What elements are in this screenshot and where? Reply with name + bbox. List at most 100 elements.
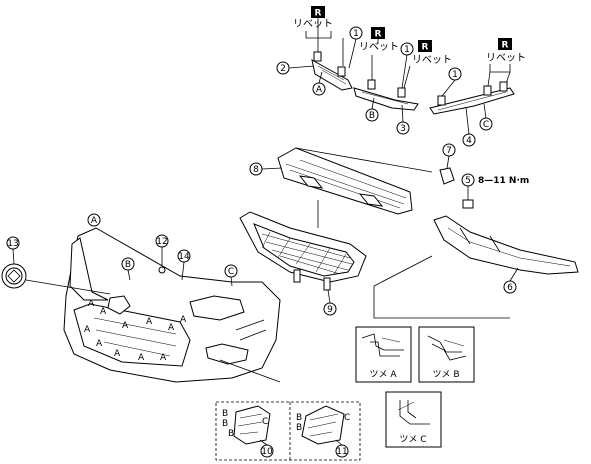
svg-text:A: A [91, 216, 98, 226]
svg-text:A: A [138, 353, 145, 363]
callout-12: 12 [155, 234, 169, 266]
svg-text:7: 7 [446, 146, 452, 156]
svg-text:A: A [100, 307, 107, 317]
svg-text:B: B [222, 409, 228, 419]
svg-text:A: A [96, 339, 103, 349]
rivet-label-3: リベット [412, 54, 452, 66]
callout-13: 13 [6, 236, 20, 265]
bumper-reinforcement-8 [277, 147, 413, 215]
rivet-group-left: R リベット [293, 6, 344, 66]
r-badge-4-text: R [502, 41, 509, 51]
svg-text:C: C [228, 267, 234, 277]
svg-text:13: 13 [7, 239, 18, 249]
bracket-2 [311, 51, 353, 91]
svg-text:A: A [160, 353, 167, 363]
svg-text:11: 11 [336, 447, 347, 457]
svg-text:C: C [483, 120, 489, 130]
clip-detail-a: ツメ A [355, 326, 412, 383]
svg-text:5: 5 [465, 176, 471, 186]
bolt-5 [462, 199, 474, 209]
svg-text:ツメ B: ツメ B [432, 370, 459, 380]
r-badge-3-text: R [422, 43, 429, 53]
callout-1c: 1 [441, 67, 462, 97]
svg-text:B: B [222, 419, 228, 429]
ref-line-fog [219, 359, 281, 383]
callout-5: 5 [461, 173, 475, 200]
svg-text:A: A [122, 321, 129, 331]
callout-1b: 1 [400, 42, 414, 89]
letter-b-bumper: B [121, 257, 135, 281]
svg-text:A: A [146, 317, 153, 327]
letter-c-bumper: C [224, 264, 238, 287]
ref-line-8 [295, 147, 433, 173]
svg-text:B: B [296, 413, 302, 423]
fog-cover-10: B B B C [222, 405, 271, 445]
clip-detail-b: ツメ B [418, 326, 475, 383]
callout-3: 3 [396, 104, 410, 135]
bracket-3 [353, 79, 419, 111]
r-badge-2 [371, 27, 385, 39]
svg-text:1: 1 [353, 29, 359, 39]
svg-text:ツメ A: ツメ A [369, 370, 397, 380]
r-badge-1-text: R [315, 9, 322, 19]
svg-text:A: A [316, 85, 323, 95]
r-badge-1 [311, 6, 325, 18]
svg-text:8: 8 [253, 165, 259, 175]
callout-7: 7 [442, 143, 456, 169]
callout-8: 8 [249, 162, 283, 176]
letter-a-bumper: A [87, 213, 101, 227]
callout-14: 14 [177, 249, 191, 281]
r-badge-4 [498, 38, 512, 50]
letter-c-top: C [479, 103, 493, 131]
letter-b-top: B [365, 97, 379, 122]
rivet-label-4: リベット [486, 52, 526, 64]
clip-detail-c: ツメ C [385, 391, 442, 448]
svg-text:C: C [262, 417, 268, 427]
svg-text:A: A [88, 299, 95, 309]
fog-cover-11: B B C [296, 405, 350, 445]
callout-1a: 1 [348, 26, 363, 69]
callout-9: 9 [323, 289, 337, 316]
r-badge-2-text: R [375, 30, 382, 40]
rivet-label-1: リベット [293, 18, 333, 30]
svg-text:B: B [125, 260, 131, 270]
rivet-group-right: R リベット [486, 38, 526, 87]
svg-text:1: 1 [452, 70, 458, 80]
svg-text:B: B [296, 423, 302, 433]
callout-4: 4 [462, 107, 476, 147]
rivet-group-middle: R リベット [359, 27, 399, 80]
letter-a-top: A [312, 71, 326, 96]
svg-text:2: 2 [280, 64, 286, 74]
torque-spec: 8—11 N·m [478, 176, 529, 186]
svg-text:ツメ C: ツメ C [399, 435, 426, 445]
svg-text:12: 12 [156, 237, 167, 247]
callout-2: 2 [276, 61, 315, 75]
bracket-7 [439, 167, 455, 185]
rivet-group-right-mid: R リベット [403, 40, 452, 89]
svg-text:9: 9 [327, 305, 333, 315]
svg-text:1: 1 [404, 45, 410, 55]
svg-text:A: A [180, 315, 187, 325]
under-cover-6 [433, 215, 579, 275]
r-badge-3 [418, 40, 432, 52]
svg-text:B: B [369, 111, 375, 121]
svg-text:A: A [84, 325, 91, 335]
callout-11: 11 [335, 439, 349, 458]
ref-line-6 [373, 255, 510, 319]
callout-6: 6 [503, 267, 519, 294]
front-bumper-14 [63, 227, 281, 383]
svg-text:B: B [228, 429, 234, 439]
bumper-clip-letters: A A A A A A A A A A A [84, 299, 187, 363]
emblem-13 [1, 263, 111, 295]
svg-text:C: C [344, 413, 350, 423]
svg-text:6: 6 [507, 283, 513, 293]
svg-text:4: 4 [466, 136, 472, 146]
svg-text:10: 10 [261, 447, 273, 457]
svg-text:14: 14 [178, 252, 190, 262]
callout-10: 10 [259, 439, 274, 458]
front-grille-9 [239, 211, 367, 291]
svg-text:3: 3 [400, 124, 406, 134]
svg-text:A: A [168, 323, 175, 333]
bracket-4 [429, 81, 515, 115]
